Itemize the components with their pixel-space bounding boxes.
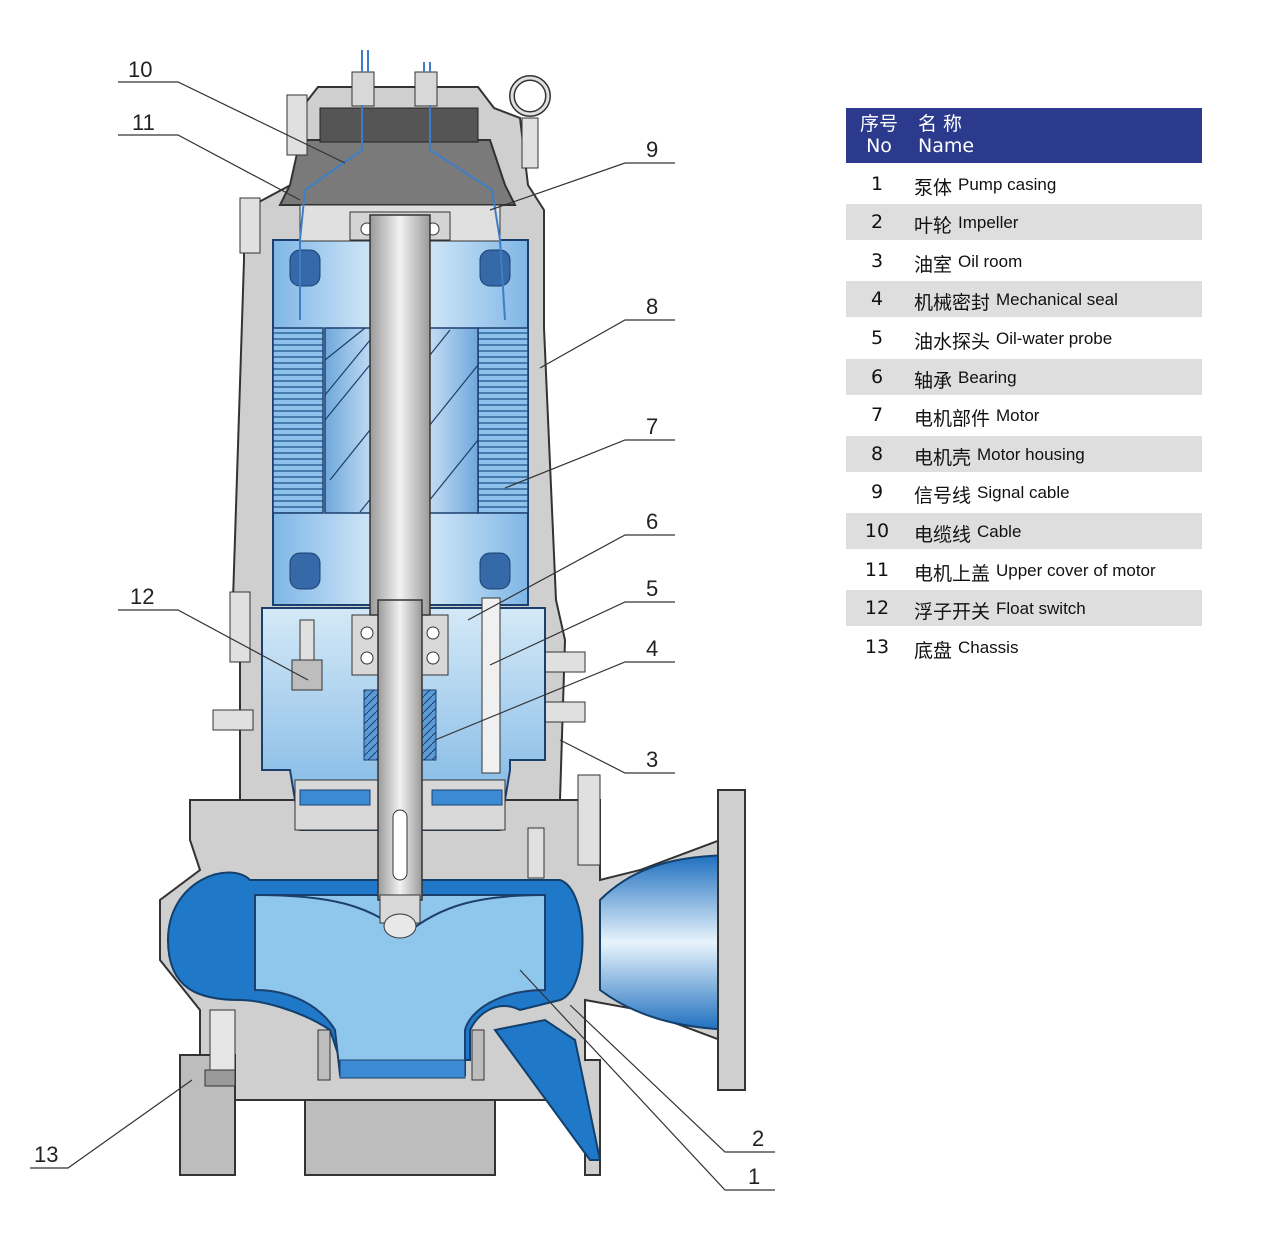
- row-no: 3: [870, 249, 884, 272]
- callout-7: 7: [646, 414, 658, 439]
- row-no: 7: [870, 404, 884, 427]
- header-no-cn: 序号: [859, 113, 898, 135]
- callout-1: 1: [748, 1164, 760, 1189]
- row-name-cn: 浮子开关: [914, 601, 991, 624]
- row-name-en: Pump casing: [958, 174, 1057, 194]
- callout-10: 10: [128, 57, 152, 82]
- row-name-cn: 油水探头: [914, 330, 991, 353]
- row-name-en: Oil-water probe: [996, 328, 1113, 348]
- table-row: 2 叶轮 Impeller: [846, 204, 1202, 241]
- row-name-en: Float switch: [996, 599, 1086, 619]
- callout-labels: 10 11 9 8 7 6 12 5 4 3 13 2 1: [34, 57, 764, 1189]
- row-name-cn: 信号线: [914, 485, 972, 508]
- bolts: [212, 94, 601, 879]
- header-name-en: Name: [918, 135, 975, 157]
- row-name-cn: 泵体: [914, 176, 953, 199]
- callout-12: 12: [130, 584, 154, 609]
- row-name-en: Impeller: [958, 213, 1019, 233]
- chassis: [179, 1009, 496, 1176]
- row-name-en: Chassis: [958, 637, 1019, 657]
- row-name-en: Motor housing: [977, 444, 1085, 464]
- row-name-cn: 轴承: [914, 369, 953, 392]
- table-row: 12 浮子开关 Float switch: [846, 590, 1202, 627]
- row-no: 6: [870, 365, 884, 388]
- row-name-en: Oil room: [958, 251, 1023, 271]
- row-name-cn: 机械密封: [914, 292, 991, 315]
- header-name: 名 称 Name: [918, 113, 974, 157]
- callout-3: 3: [646, 747, 658, 772]
- cable: [299, 50, 506, 321]
- callout-4: 4: [646, 636, 658, 661]
- table-header: 序号 No 名 称 Name: [846, 108, 1202, 163]
- row-name-cn: 电机部件: [914, 408, 991, 431]
- row-name-cn: 电机壳: [914, 446, 972, 469]
- table-row: 7 电机部件 Motor: [846, 397, 1202, 433]
- row-name-cn: 电机上盖: [914, 562, 991, 585]
- callout-13: 13: [34, 1142, 58, 1167]
- row-name-en: Bearing: [958, 367, 1017, 387]
- row-no: 9: [870, 481, 884, 504]
- row-no: 1: [870, 172, 884, 195]
- table-row: 8 电机壳 Motor housing: [846, 435, 1202, 472]
- row-no: 2: [870, 211, 884, 234]
- header-no: 序号 No: [846, 113, 912, 157]
- header-no-en: No: [866, 135, 892, 157]
- callout-9: 9: [646, 137, 658, 162]
- row-name-cn: 底盘: [914, 639, 953, 662]
- row-no: 12: [864, 597, 890, 620]
- outlet-flange: [717, 789, 746, 1091]
- row-no: 5: [870, 326, 884, 349]
- row-name-en: Signal cable: [977, 483, 1070, 503]
- row-no: 10: [864, 519, 890, 542]
- row-name-en: Mechanical seal: [996, 290, 1118, 310]
- callout-2: 2: [752, 1126, 764, 1151]
- row-name-en: Motor: [996, 406, 1040, 426]
- callout-6: 6: [646, 509, 658, 534]
- row-name-cn: 油室: [914, 253, 953, 276]
- parts-table: 序号 No 名 称 Name 1 泵体 Pump casing 2 叶轮 Imp…: [846, 108, 1202, 665]
- table-row: 3 油室 Oil room: [846, 243, 1202, 279]
- callout-leaders: [30, 81, 775, 1191]
- callout-8: 8: [646, 294, 658, 319]
- row-name-cn: 电缆线: [914, 523, 972, 546]
- row-no: 8: [870, 442, 884, 465]
- row-name-en: Upper cover of motor: [996, 560, 1156, 580]
- table-row: 4 机械密封 Mechanical seal: [846, 281, 1202, 318]
- lifting-eye: [509, 75, 551, 169]
- row-no: 13: [864, 635, 890, 658]
- row-no: 4: [870, 288, 884, 311]
- row-no: 11: [864, 558, 890, 581]
- table-row: 10 电缆线 Cable: [846, 512, 1202, 549]
- impeller: [254, 894, 546, 1081]
- row-name-cn: 叶轮: [914, 215, 953, 238]
- table-row: 5 油水探头 Oil-water probe: [846, 320, 1202, 356]
- callout-5: 5: [646, 576, 658, 601]
- table-row: 9 信号线 Signal cable: [846, 474, 1202, 510]
- table-row: 13 底盘 Chassis: [846, 629, 1202, 665]
- shaft: [369, 214, 431, 939]
- table-row: 11 电机上盖 Upper cover of motor: [846, 552, 1202, 588]
- table-row: 6 轴承 Bearing: [846, 358, 1202, 395]
- header-name-cn: 名 称: [918, 113, 963, 135]
- row-name-en: Cable: [977, 521, 1022, 541]
- table-row: 1 泵体 Pump casing: [846, 166, 1202, 202]
- callout-11: 11: [132, 110, 155, 135]
